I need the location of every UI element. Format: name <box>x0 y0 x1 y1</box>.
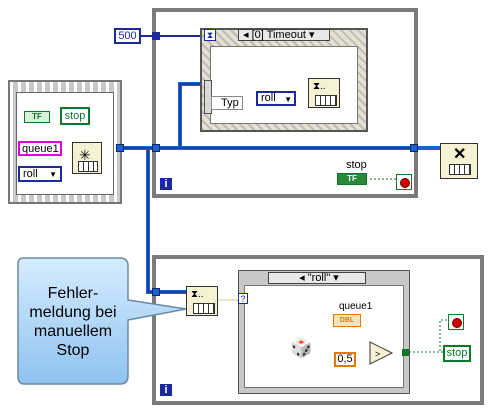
callout-bubble <box>17 257 187 385</box>
loop-iteration-bottom: i <box>160 384 172 396</box>
stop-indicator-bottom[interactable]: stop <box>443 345 471 362</box>
timeout-constant[interactable]: 500 <box>114 28 141 44</box>
typ-indicator: Typ <box>211 96 243 110</box>
case-structure-inner <box>244 285 404 388</box>
obtain-queue-node[interactable]: ✳ <box>72 142 102 174</box>
roll-enum-left-label: roll <box>23 168 38 180</box>
stop-circle-icon <box>400 178 410 188</box>
callout-line: Fehler- <box>47 285 99 302</box>
dequeue-icon: ⧗.. <box>191 289 204 300</box>
tunnel-compare <box>402 349 409 356</box>
stop-terminal-top[interactable] <box>396 174 412 190</box>
enqueue-node[interactable]: ⧗.. <box>308 78 340 108</box>
chevron-down-icon: ▼ <box>284 95 292 104</box>
wire-queue-bottom-core <box>147 148 188 293</box>
roll-enum-left[interactable]: roll ▼ <box>18 166 62 182</box>
loop-iteration-top: i <box>160 178 172 190</box>
typ-label: Typ <box>221 97 239 109</box>
case-selector-terminal[interactable]: ? <box>238 293 248 304</box>
queue-bars-icon <box>78 161 98 172</box>
chevron-down-icon: ▼ <box>49 170 57 179</box>
stop-bool-top[interactable]: TF <box>337 173 367 185</box>
release-queue-node[interactable]: ✕ <box>440 143 478 179</box>
queue-name-constant[interactable]: queue1 <box>18 141 62 156</box>
greater-than-node <box>369 341 394 365</box>
tunnel-left <box>116 144 124 152</box>
greater-than-symbol: > <box>375 349 380 359</box>
callout-line: meldung bei <box>29 304 117 321</box>
stop-terminal-bottom[interactable] <box>448 314 464 330</box>
event-case-selector[interactable]: ◂ [0] Timeout ▾ <box>238 29 330 41</box>
queue-bars-icon <box>315 95 337 106</box>
tunnel-top-right <box>410 144 418 152</box>
stop-label-top: stop <box>346 159 367 171</box>
callout-text: Fehler- meldung bei manuellem Stop <box>20 284 126 360</box>
while-loop-top <box>152 8 418 198</box>
dice-icon: 🎲 <box>290 338 313 358</box>
stop-indicator-left[interactable]: stop <box>60 107 90 125</box>
queue-bars-icon <box>193 303 215 314</box>
dequeue-node[interactable]: ⧗.. <box>186 286 218 316</box>
queue-bars-icon <box>449 164 471 175</box>
tunnel-top-queue <box>152 144 160 152</box>
stop-circle-icon <box>452 318 462 328</box>
enqueue-icon: ⧗.. <box>313 81 326 92</box>
roll-enum-event-label: roll <box>261 92 276 104</box>
case-selector[interactable]: ◂ "roll" ▾ <box>268 272 366 284</box>
tunnel-bottom-left <box>152 288 160 296</box>
close-icon: ✕ <box>453 146 467 163</box>
queue-element-label: queue1 <box>339 301 373 312</box>
roll-enum-event[interactable]: roll ▼ <box>256 91 296 106</box>
callout-line: manuellem <box>33 323 113 340</box>
dbl-indicator: DBL <box>333 314 361 327</box>
queue-icon: ✳ <box>79 147 91 163</box>
tf-constant[interactable]: TF <box>24 111 50 123</box>
tunnel-top-left <box>152 32 160 40</box>
hourglass-icon: ⧗ <box>204 29 216 41</box>
half-constant[interactable]: 0,5 <box>334 352 356 367</box>
while-loop-bottom <box>152 255 484 405</box>
callout-line: Stop <box>56 342 90 359</box>
